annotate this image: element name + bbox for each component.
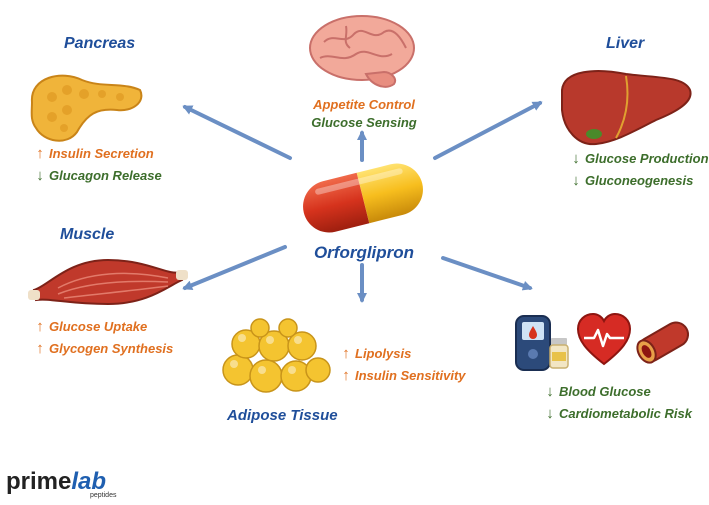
arrow-to-muscle (182, 245, 287, 290)
arrow-to-liver (433, 101, 543, 160)
heart-icon (576, 312, 632, 366)
arrow-to-cardio (441, 256, 533, 291)
pancreas-title: Pancreas (64, 35, 136, 52)
liver-title: Liver (606, 35, 645, 52)
liver-effects: ↓Glucose Production ↓Gluconeogenesis (570, 150, 709, 189)
liver-icon (561, 70, 692, 146)
arrow-to-pancreas (182, 105, 292, 160)
adipose-effect-1: ↑Lipolysis (340, 345, 466, 362)
muscle-title: Muscle (60, 226, 115, 243)
adipose-icon (222, 318, 331, 393)
up-arrow-icon: ↑ (342, 367, 350, 384)
up-arrow-icon: ↑ (36, 145, 44, 162)
up-arrow-icon: ↑ (36, 318, 44, 335)
brain-icon (309, 15, 415, 88)
muscle-effect-2: ↑Glycogen Synthesis (34, 340, 173, 357)
brain-effect-2: Glucose Sensing (311, 115, 417, 130)
adipose-title: Adipose Tissue (227, 407, 338, 424)
muscle-effect-1: ↑Glucose Uptake (34, 318, 173, 335)
muscle-effects: ↑Glucose Uptake ↑Glycogen Synthesis (34, 318, 173, 357)
down-arrow-icon: ↓ (546, 383, 554, 400)
brain-effect-1: Appetite Control (313, 97, 415, 112)
pancreas-effect-1: ↑Insulin Secretion (34, 145, 162, 162)
up-arrow-icon: ↑ (36, 340, 44, 357)
primelab-logo: primelab peptides (6, 468, 116, 499)
pancreas-icon (30, 74, 143, 142)
adipose-effect-2: ↑Insulin Sensitivity (340, 367, 465, 384)
drug-name: Orforglipron (313, 243, 415, 262)
muscle-icon (28, 258, 188, 306)
liver-effect-1: ↓Glucose Production (570, 150, 708, 167)
logo-prime: prime (6, 468, 72, 495)
down-arrow-icon: ↓ (36, 167, 44, 184)
pancreas-effect-2: ↓Glucagon Release (34, 167, 161, 184)
down-arrow-icon: ↓ (572, 150, 580, 167)
brain-effects: Appetite Control Glucose Sensing (307, 97, 421, 130)
pancreas-effects: ↑Insulin Secretion ↓Glucagon Release (34, 145, 162, 184)
logo-lab: lab (71, 468, 107, 495)
adipose-effects: ↑Lipolysis ↑Insulin Sensitivity (340, 345, 466, 384)
capsule-icon (303, 163, 423, 233)
liver-effect-2: ↓Gluconeogenesis (570, 172, 709, 189)
cardio-effect-1: ↓Blood Glucose (544, 383, 692, 400)
up-arrow-icon: ↑ (342, 345, 350, 362)
artery-icon (636, 321, 689, 364)
down-arrow-icon: ↓ (546, 405, 554, 422)
logo-peptides: peptides (90, 492, 117, 499)
cardio-effect-2: ↓Cardiometabolic Risk (544, 405, 692, 422)
cardio-effects: ↓Blood Glucose ↓Cardiometabolic Risk (544, 383, 692, 422)
glucose-meter-icon (515, 315, 551, 371)
down-arrow-icon: ↓ (572, 172, 580, 189)
vial-icon (549, 338, 569, 369)
